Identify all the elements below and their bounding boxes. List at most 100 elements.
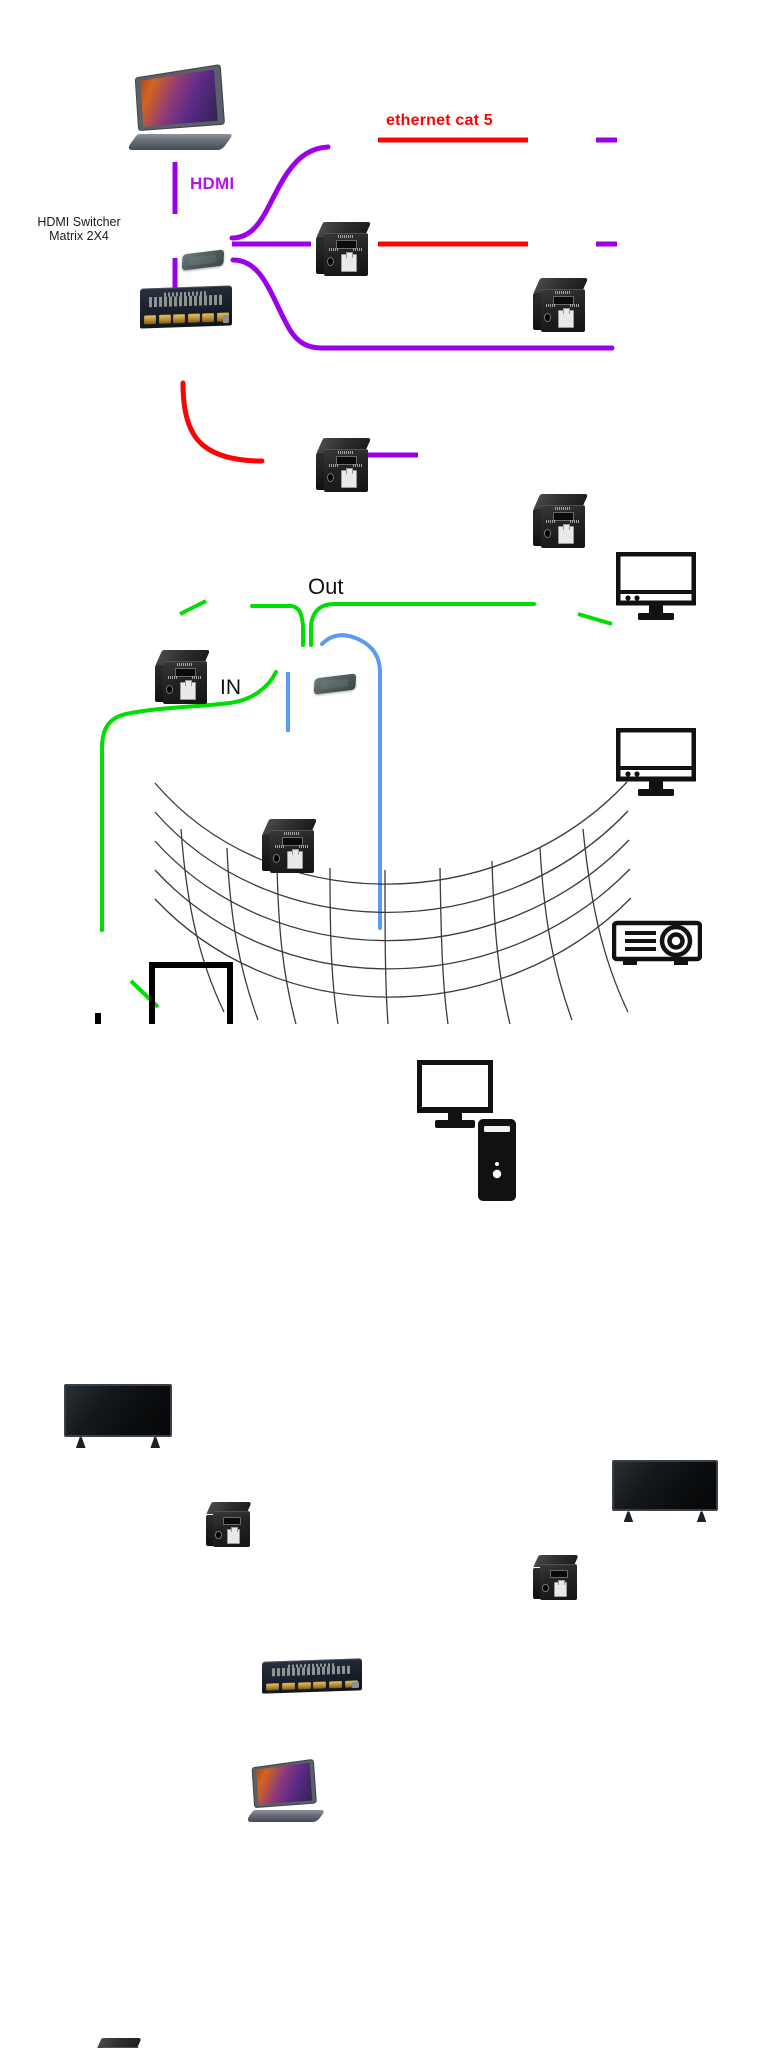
tv-left [64,1384,172,1448]
projection-grid [154,781,632,1024]
extender-tx-1 [316,222,372,278]
extender-tx-2 [316,438,372,494]
cable-layer [95,137,632,1024]
laptop-base [245,1810,326,1822]
extender-rx-3 [262,819,318,875]
cable-green-txleft-to-switcher [250,604,305,647]
switcher-port [329,1680,343,1689]
cable-green-switcher-to-txright [309,602,536,647]
power-jack-icon [327,472,335,482]
cable-green-extender-to-laptop-bottom [129,979,160,1009]
laptop-base [126,134,234,150]
extender-label-text [555,291,572,295]
in-label: IN [220,676,241,699]
monitor-icon [615,551,697,620]
power-jack-icon [166,684,174,694]
cable-hdmi-switcher-to-tx1 [229,144,331,241]
switcher-ir-window [222,314,230,323]
extender-port-label [168,676,178,679]
hdmi-port-icon [549,1570,568,1578]
tv-stand-leg [150,1437,161,1448]
extender-bottom-left [96,2038,142,2048]
hdmi-port-icon [553,511,575,521]
switcher-port [172,314,185,324]
cable-ethernet-run-3 [180,380,265,464]
extender-side [533,293,543,331]
rj45-port-icon [340,468,357,488]
extender-side [155,665,165,703]
extender-port-label [191,676,203,679]
cable-green-switcher-in-long [100,670,278,932]
projector-1 [611,920,703,970]
hdmi-switcher [140,285,232,329]
hdmi-port-icon [175,667,197,677]
laptop-lid [252,1759,317,1807]
tv-panel [612,1460,718,1512]
hdmi-label: HDMI [190,174,235,193]
power-jack-icon [542,1584,549,1593]
switcher-port [143,315,156,325]
laptop-lid [136,65,224,130]
hdmi-port-icon [222,1517,241,1525]
extender-port-label [329,248,339,251]
power-jack-icon [544,312,552,322]
switcher-port [266,1682,280,1691]
switcher-port [187,313,200,323]
hdmi-port-icon [282,836,304,846]
extender-tx-3 [155,650,211,706]
hdmi-port-icon [336,239,358,249]
cable-green-extender-to-tvleft [179,599,207,616]
laptop-screen [140,69,218,127]
switcher-port [297,1681,311,1690]
diagram-canvas: HDMI Switcher Matrix 2X4 HDMI ethernet c… [0,0,768,1024]
rj45-port-icon [226,1527,241,1544]
power-jack-icon [215,1531,222,1540]
extender-port-label [352,248,364,251]
switcher-port [281,1682,295,1690]
extender-port-label [569,304,581,307]
rj45-port-icon [179,680,196,700]
extender-rx-2 [533,494,589,550]
extender-face [102,2047,139,2048]
extender-port-label [275,845,285,848]
extender-label-text [338,451,355,455]
extender-side [533,509,543,547]
extender-label-text [338,235,355,239]
extender-side [316,453,326,491]
extender-port-label [546,304,556,307]
extender-port-label [546,520,556,523]
hdmi-switcher-2 [262,1658,362,1694]
tv-stand-leg [75,1437,86,1448]
switcher-ir-window [352,1681,359,1689]
switcher-port [201,313,214,323]
extender-label-text [284,832,301,836]
hdmi-port-icon [553,295,575,305]
extender-top-left [206,1502,253,1549]
laptop-screen [256,1763,313,1805]
laptop-source [126,65,234,150]
tv-stand-leg [696,1511,707,1522]
rj45-port-icon [553,1580,568,1597]
power-jack-icon [327,256,335,266]
extender-label-text [177,663,194,667]
tv-right [612,1460,718,1522]
switcher-label: HDMI Switcher Matrix 2X4 [37,215,121,244]
extender-side [262,834,272,872]
tv-panel [64,1384,172,1438]
cable-green-extender-to-tvright [577,612,613,626]
rj45-port-icon [557,524,574,544]
pc-tower-icon [478,1119,516,1201]
rj45-port-icon [340,252,357,272]
ir-remote-2 [313,673,357,695]
extender-port-label [352,464,364,467]
extender-side [316,237,326,275]
tv-stand-leg [623,1511,634,1522]
out-label: Out [308,574,344,599]
extender-rx-1 [533,278,589,334]
extender-label-text [555,507,572,511]
monitor-2 [615,727,697,800]
switcher-port [313,1681,327,1689]
laptop-source-2 [245,1759,326,1822]
screen-frame-outline [149,962,233,1024]
rj45-port-icon [557,308,574,328]
